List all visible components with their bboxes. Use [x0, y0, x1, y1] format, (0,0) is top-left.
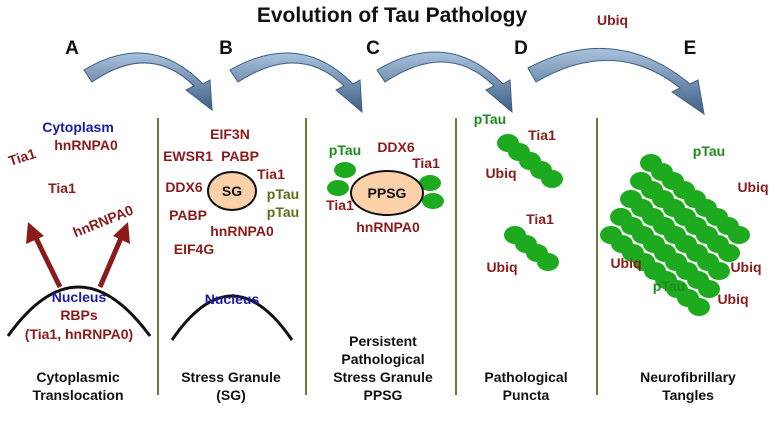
caption-b-line1: Stress Granule — [181, 369, 281, 385]
translocation-arrowhead-left — [26, 222, 44, 244]
translocation-arrowhead-right — [113, 222, 130, 244]
ppsg-ptau-blobs — [327, 162, 444, 209]
neurofibrillary-tangle-fibrils — [600, 154, 750, 316]
label-ubiq-e-right3: Ubiq — [717, 291, 748, 307]
label-tia1-d-bottom: Tia1 — [526, 211, 554, 227]
curved-arrow-a-to-b — [83, 52, 213, 112]
ptau-blob — [334, 162, 356, 178]
label-nucleus-a: Nucleus — [52, 289, 107, 305]
label-tia1-a-left: Tia1 — [6, 145, 38, 169]
label-tia1-c-left: Tia1 — [326, 197, 354, 213]
label-rbps-detail: (Tia1, hnRNPA0) — [25, 326, 133, 342]
caption-a-line2: Translocation — [32, 387, 123, 403]
label-sg: SG — [222, 183, 242, 199]
label-rbps: RBPs — [60, 307, 98, 323]
ptau-blob — [327, 180, 349, 196]
label-hnrnpa0-b: hnRNPA0 — [210, 223, 274, 239]
label-ubiq-top: Ubiq — [597, 12, 628, 28]
label-ubiq-d-top: Ubiq — [485, 165, 516, 181]
stage-b: EIF3N EWSR1 PABP DDX6 SG Tia1 pTau pTau … — [163, 126, 299, 403]
label-ptau-e-top: pTau — [693, 143, 725, 159]
label-tia1-b: Tia1 — [257, 166, 285, 182]
caption-d-line1: Pathological — [484, 369, 567, 385]
label-pabp-b-top: PABP — [221, 148, 259, 164]
tangle-bead — [718, 244, 740, 262]
puncta-bottom — [504, 226, 559, 271]
stage-letter-b: B — [219, 38, 233, 59]
label-ewsr1: EWSR1 — [163, 148, 213, 164]
label-ubiq-e-right1: Ubiq — [737, 179, 768, 195]
stage-a: Cytoplasm hnRNPA0 Tia1 Tia1 hnRNPA0 Nucl… — [6, 119, 152, 403]
stage-d: pTau Tia1 Ubiq Tia1 Ubiq Pathological Pu… — [474, 111, 568, 403]
label-ddx6-b: DDX6 — [165, 179, 203, 195]
puncta-blob — [537, 253, 559, 271]
label-ppsg-granule: PPSG — [368, 185, 407, 201]
puncta-top — [497, 134, 563, 188]
label-ubiq-e-left: Ubiq — [610, 255, 641, 271]
label-tia1-d-top: Tia1 — [528, 127, 556, 143]
stage-letter-e: E — [684, 38, 697, 59]
label-ubiq-d-bottom: Ubiq — [486, 259, 517, 275]
caption-e-line2: Tangles — [662, 387, 714, 403]
label-tia1-c-right: Tia1 — [412, 155, 440, 171]
ptau-blob — [422, 193, 444, 209]
label-ptau-b-1: pTau — [267, 186, 299, 202]
curved-arrow-b-to-c — [229, 52, 363, 114]
label-nucleus-b: Nucleus — [205, 291, 260, 307]
curved-arrow-d-to-e — [527, 47, 705, 116]
label-ptau-d: pTau — [474, 111, 506, 127]
caption-c-line2: Pathological — [341, 351, 424, 367]
caption-c-line3: Stress Granule — [333, 369, 433, 385]
label-ptau-c: pTau — [329, 142, 361, 158]
caption-b-line2: (SG) — [216, 387, 246, 403]
tangle-bead — [728, 226, 750, 244]
label-ddx6-c: DDX6 — [377, 139, 415, 155]
curved-arrow-c-to-d — [376, 51, 513, 114]
stage-letter-c: C — [366, 38, 380, 59]
label-ptau-b-2: pTau — [267, 204, 299, 220]
puncta-blob — [541, 170, 563, 188]
label-tia1-a-mid: Tia1 — [48, 180, 76, 196]
nucleus-arc-a — [6, 285, 152, 337]
figure-title: Evolution of Tau Pathology — [257, 4, 528, 27]
stage-e: pTau Ubiq Ubiq Ubiq pTau Ubiq Neurofibri… — [600, 143, 769, 403]
caption-a-line1: Cytoplasmic — [36, 369, 119, 385]
tangle-bead — [688, 298, 710, 316]
tangle-bead — [698, 280, 720, 298]
label-eif4g: EIF4G — [174, 241, 215, 257]
label-eif3n: EIF3N — [210, 126, 250, 142]
caption-c-line1: Persistent — [349, 333, 417, 349]
ptau-blob — [419, 175, 441, 191]
label-hnrnpa0-c: hnRNPA0 — [356, 219, 420, 235]
stress-granule — [207, 171, 257, 211]
caption-d-line2: Puncta — [503, 387, 550, 403]
translocation-arrow-right — [97, 237, 124, 288]
nucleus-arc-b — [170, 294, 294, 341]
label-ubiq-e-right2: Ubiq — [730, 259, 761, 275]
caption-e-line1: Neurofibrillary — [640, 369, 736, 385]
tangle-bead — [708, 262, 730, 280]
label-pabp-b-bottom: PABP — [169, 207, 207, 223]
label-cytoplasm: Cytoplasm — [42, 119, 114, 135]
persistent-stress-granule — [350, 170, 424, 216]
stage-letter-d: D — [514, 38, 528, 59]
label-ptau-e-bottom: pTau — [653, 278, 685, 294]
caption-c-line4: PPSG — [364, 387, 403, 403]
stage-letter-a: A — [65, 38, 79, 59]
label-hnrnpa0-a-top: hnRNPA0 — [54, 137, 118, 153]
stage-c: pTau DDX6 Tia1 PPSG Tia1 hnRNPA0 Persist… — [326, 139, 444, 403]
translocation-arrow-left — [33, 236, 63, 289]
